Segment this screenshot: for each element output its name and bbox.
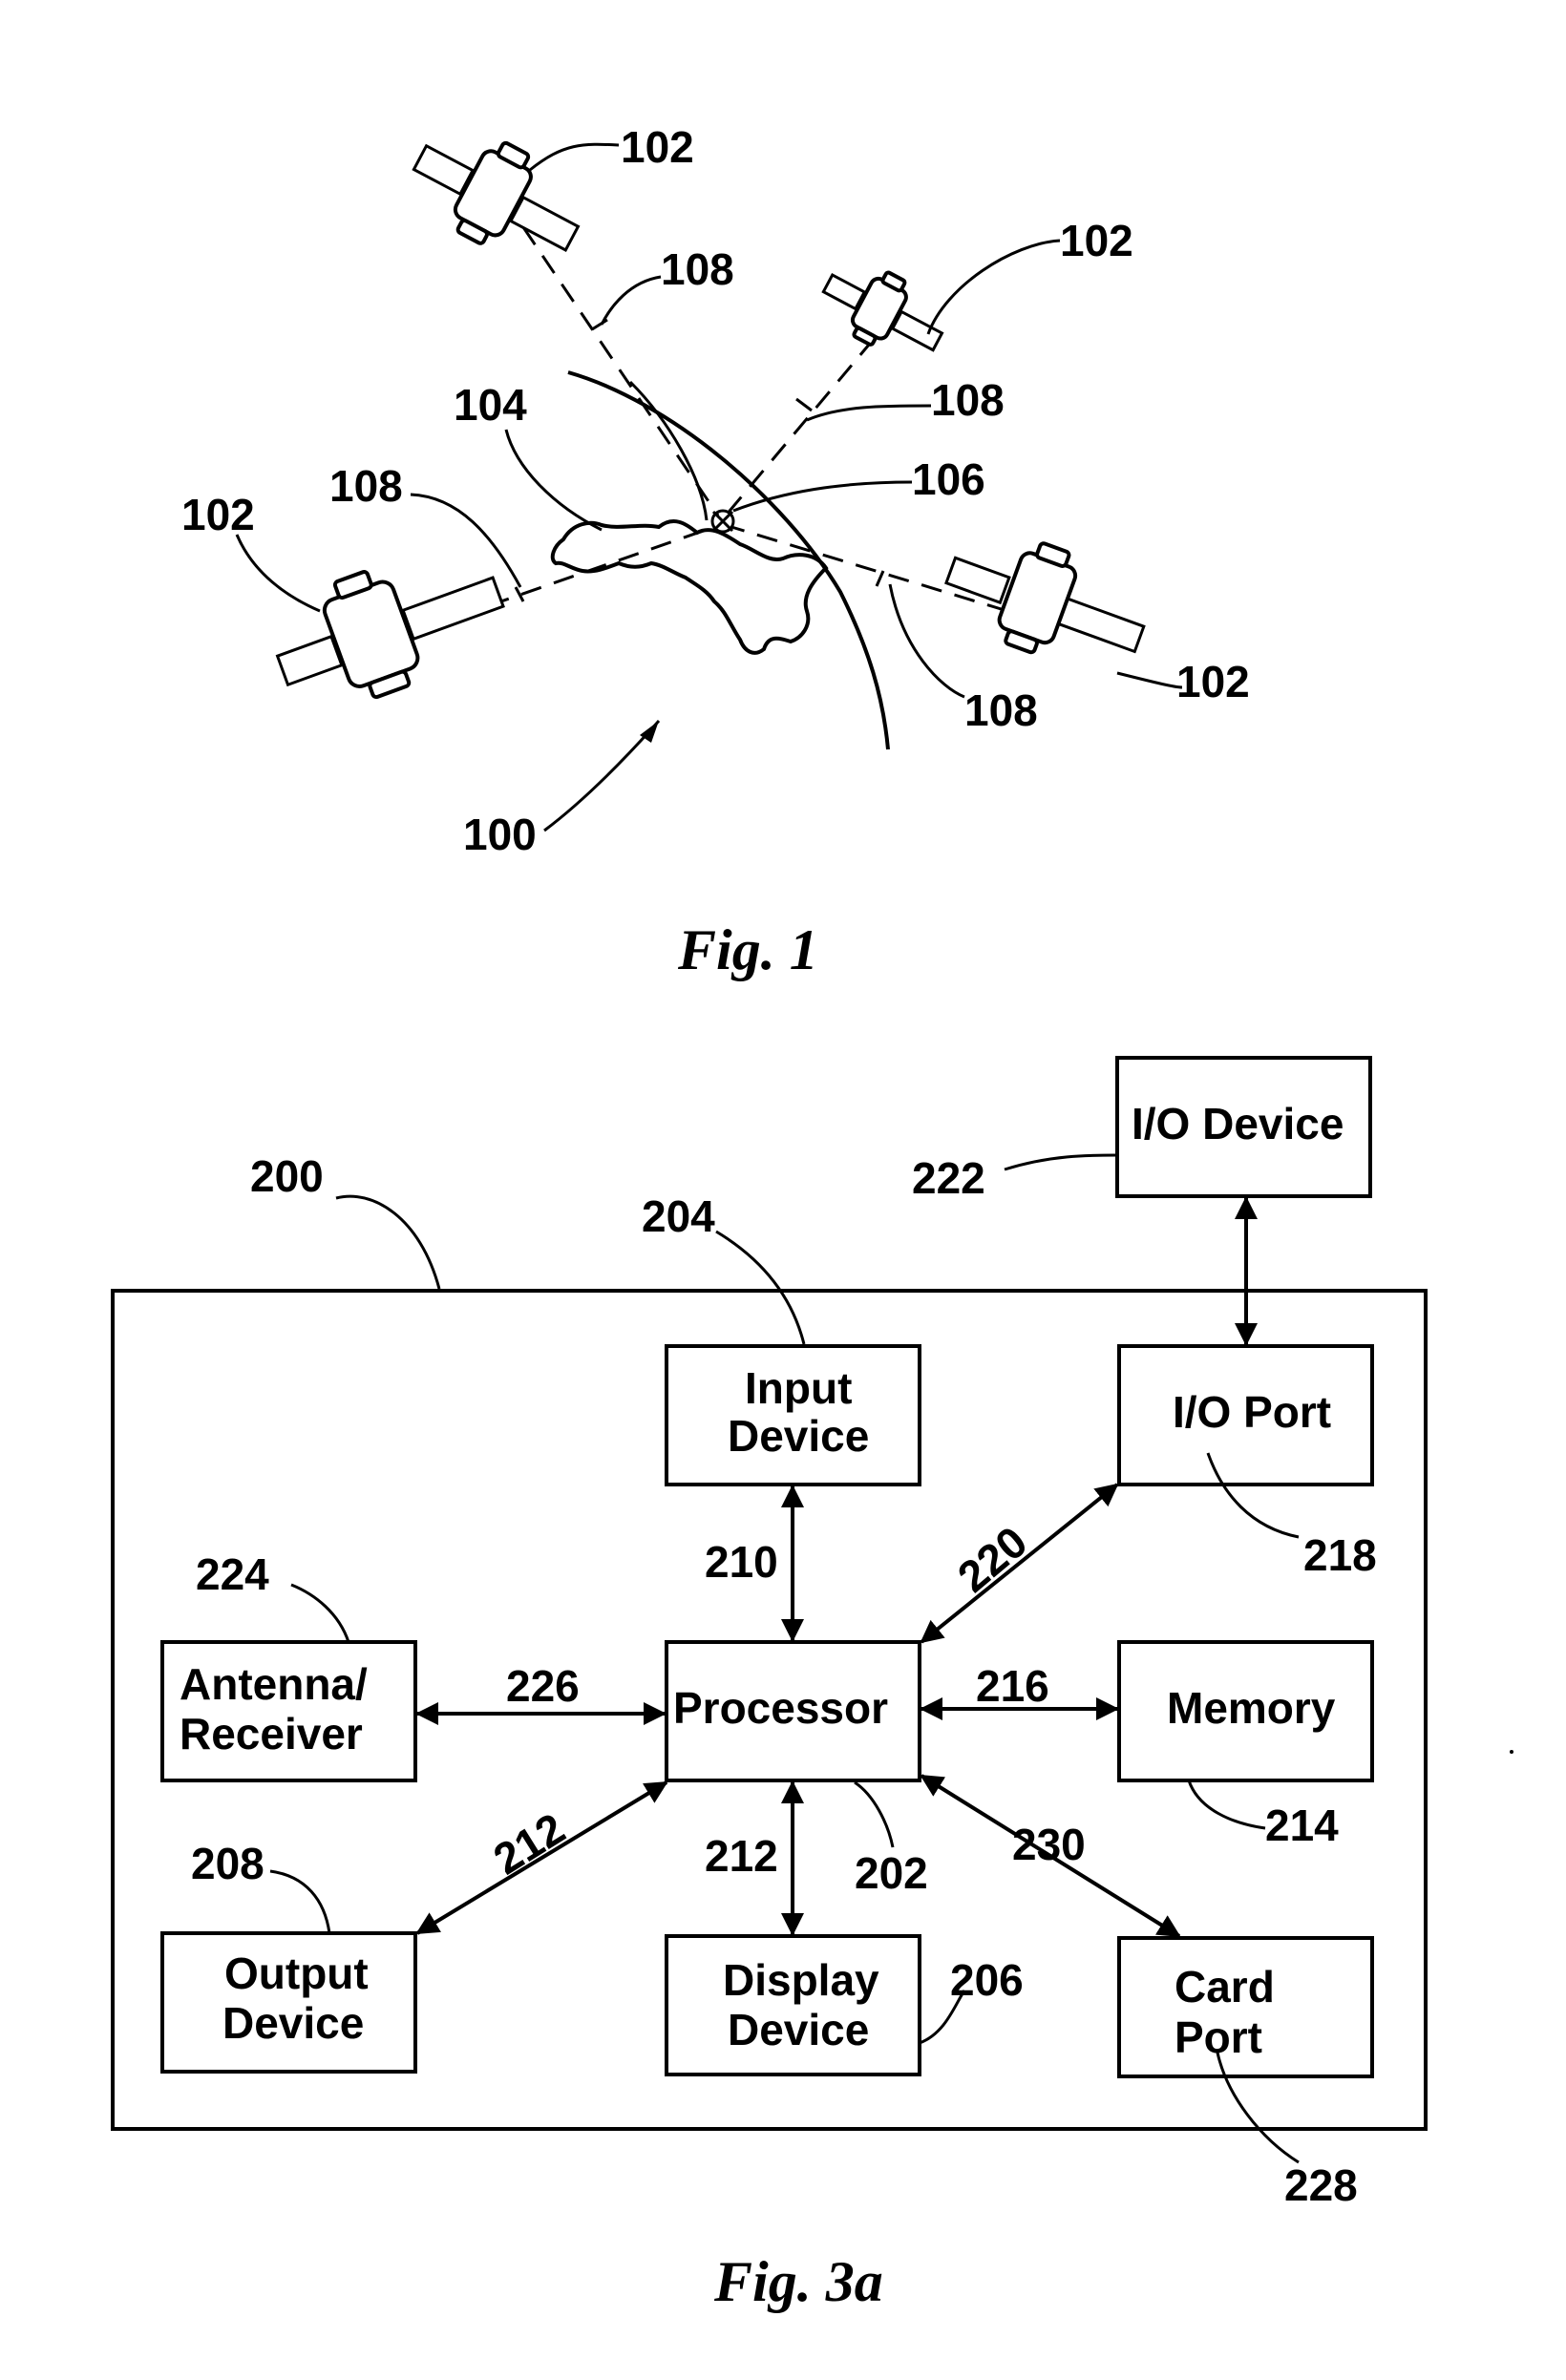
ref-input-device: 204	[642, 1191, 715, 1241]
ref-input-bus: 210	[705, 1537, 778, 1587]
label-signal-right: 108	[964, 685, 1038, 735]
label-signal-right-top: 108	[931, 375, 1005, 425]
ref-display-device: 206	[950, 1955, 1024, 2005]
memory-box: Memory	[1119, 1642, 1372, 1780]
card-port-box: Card Port	[1119, 1938, 1372, 2076]
display-device-box: Display Device	[667, 1936, 920, 2075]
ref-device: 200	[250, 1151, 324, 1201]
label-receiver: 106	[912, 454, 985, 504]
label-signal-left: 108	[329, 461, 403, 511]
satellite-right-top	[812, 250, 955, 372]
ref-card-bus: 230	[1012, 1820, 1086, 1869]
label-system: 100	[463, 810, 537, 859]
ref-memory: 214	[1265, 1801, 1339, 1850]
ref-antenna: 224	[196, 1549, 269, 1599]
satellite-top	[397, 111, 597, 281]
ref-output-bus: 212	[485, 1803, 574, 1885]
svg-text:Input: Input	[745, 1363, 852, 1413]
label-signal-top: 108	[661, 244, 734, 294]
ref-display-bus: 212	[705, 1831, 778, 1881]
svg-text:Device: Device	[222, 1998, 364, 2048]
figure-1: 102 102 102 102 108 108 108 108 104 106 …	[181, 111, 1250, 981]
svg-text:Device: Device	[728, 2005, 869, 2054]
svg-text:Output: Output	[224, 1948, 369, 1998]
landmass	[553, 521, 826, 653]
ref-card-port: 228	[1284, 2160, 1358, 2210]
label-satellite-top: 102	[621, 122, 694, 172]
io-device-box: I/O Device	[1117, 1058, 1370, 1196]
ref-processor: 202	[855, 1848, 928, 1898]
ref-io-bus: 220	[948, 1516, 1036, 1601]
input-device-box: Input Device	[667, 1346, 920, 1485]
svg-text:Card: Card	[1174, 1962, 1275, 2011]
io-port-box: I/O Port	[1119, 1346, 1372, 1485]
figure-1-caption: Fig. 1	[677, 918, 818, 981]
processor-box: Processor	[667, 1642, 920, 1780]
figure-3a-caption: Fig. 3a	[713, 2250, 883, 2313]
label-satellite-right: 102	[1176, 657, 1250, 706]
satellite-left	[261, 531, 518, 724]
ref-antenna-bus: 226	[506, 1661, 580, 1711]
svg-text:Display: Display	[723, 1955, 879, 2005]
svg-text:Device: Device	[728, 1411, 869, 1461]
scan-speck	[1510, 1750, 1513, 1754]
output-device-box: Output Device	[162, 1933, 415, 2072]
svg-text:Antenna/: Antenna/	[180, 1659, 368, 1709]
ref-io-device: 222	[912, 1153, 985, 1203]
ref-memory-bus: 216	[976, 1661, 1049, 1711]
svg-text:Processor: Processor	[673, 1683, 888, 1733]
label-landmass: 104	[454, 380, 527, 430]
ref-output-device: 208	[191, 1839, 265, 1888]
antenna-receiver-box: Antenna/ Receiver	[162, 1642, 415, 1780]
svg-text:Memory: Memory	[1167, 1683, 1336, 1733]
satellite-right	[934, 516, 1159, 685]
svg-text:I/O Device: I/O Device	[1132, 1099, 1344, 1148]
label-satellite-right-top: 102	[1060, 216, 1133, 265]
label-satellite-left: 102	[181, 490, 255, 539]
svg-text:Receiver: Receiver	[180, 1709, 363, 1759]
svg-text:I/O Port: I/O Port	[1173, 1387, 1331, 1437]
ref-io-port: 218	[1303, 1530, 1377, 1580]
figure-3a: I/O Device Input Device I/O Port Antenna…	[113, 1058, 1426, 2313]
signal-line-right-top	[726, 339, 874, 516]
